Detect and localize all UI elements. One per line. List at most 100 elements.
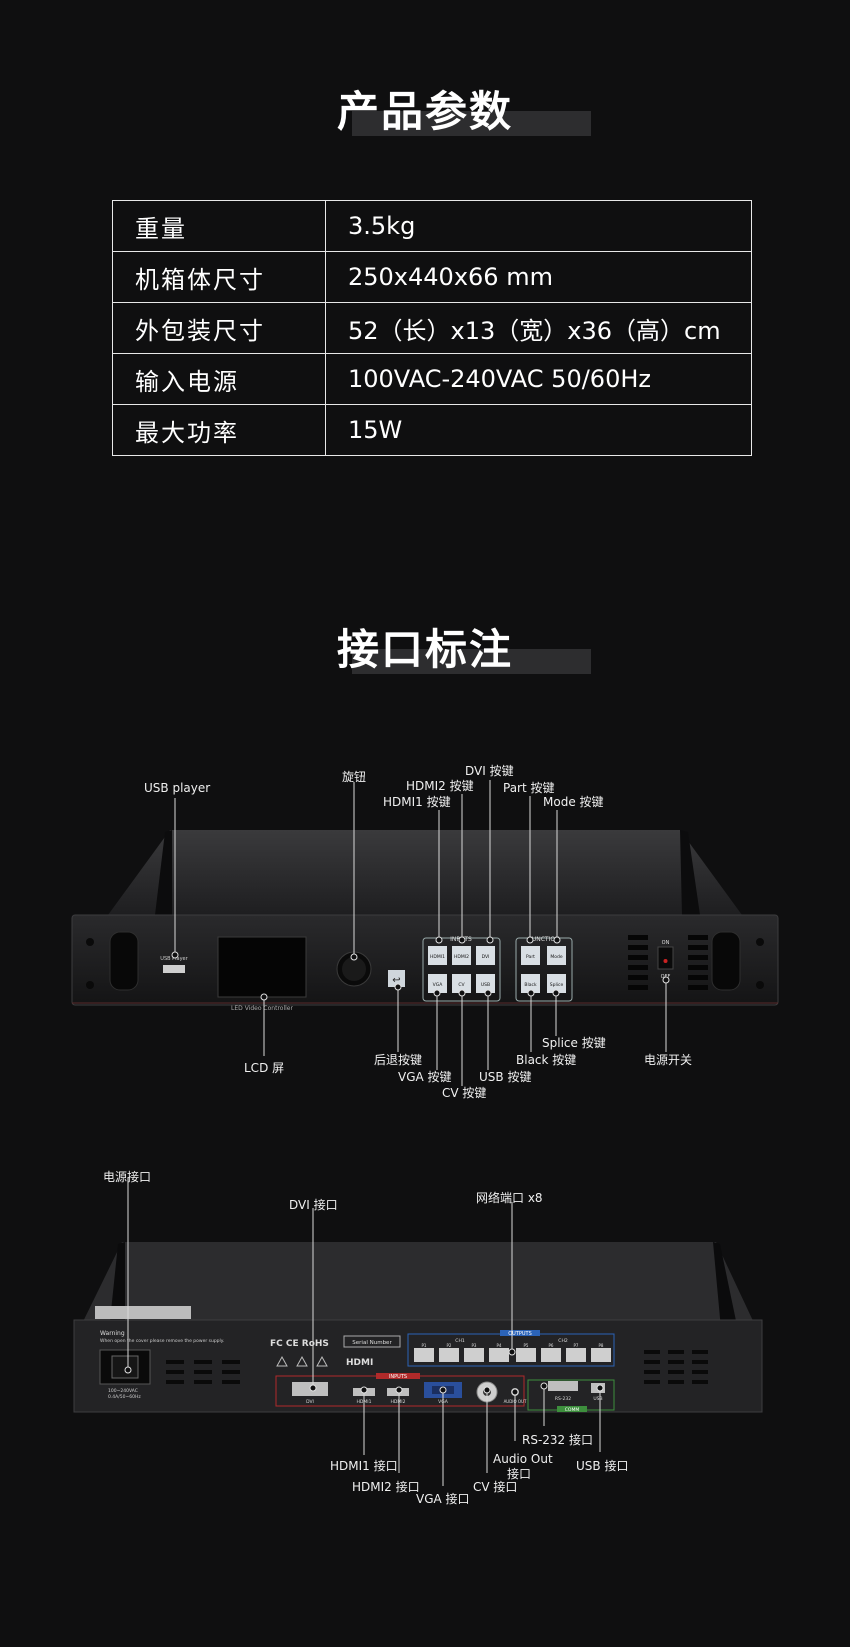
label-usb-button: USB 按键 [479,1070,532,1084]
net-port-label: P5 [524,1343,529,1348]
panel-certs: FC CE RoHS [270,1339,329,1349]
key-text: VGA [433,982,444,988]
label-rs232-port: RS-232 接口 [522,1433,594,1447]
net-port-p6[interactable] [541,1348,561,1362]
left-handle [109,931,139,991]
rear-panel-diagram: Warning When open the cover please remov… [73,1178,763,1486]
label-power-switch: 电源开关 [644,1053,693,1067]
key-text: Part [526,954,535,960]
net-port-p5[interactable] [516,1348,536,1362]
label-part-button: Part 按键 [503,781,555,795]
net-port-label: P4 [497,1343,502,1348]
net-port-p2[interactable] [439,1348,459,1362]
title-underline-bar [352,649,591,674]
hdmi1-key[interactable] [428,946,447,965]
label-black-button: Black 按键 [516,1053,577,1067]
hdmi2-key[interactable] [452,946,471,965]
panel-on-text: ON [662,940,670,946]
svg-text:↩: ↩ [392,975,400,986]
net-port-p1[interactable] [414,1348,434,1362]
net-port-p7[interactable] [566,1348,586,1362]
ports-title: 接口标注 [336,625,513,674]
title-underline-bar [352,111,591,136]
spec-key: 输入电源 [112,353,326,405]
warning-triangles [276,1355,328,1367]
net-port-label: P1 [422,1343,427,1348]
back-button[interactable] [388,970,405,987]
function-key-group [515,937,573,1002]
usb-player-port[interactable] [163,965,185,973]
panel-outputs-text: OUTPUTS [508,1331,532,1337]
table-row: 外包装尺寸 52（长）x13（宽）x36（高）cm [112,302,752,354]
label-mode-button: Mode 按键 [543,795,604,809]
label-power-port: 电源接口 [103,1170,152,1184]
panel-inputs-rear: INPUTS [389,1374,407,1380]
net-port-p4[interactable] [489,1348,509,1362]
black-key[interactable] [521,974,540,993]
rs232-port[interactable] [548,1381,578,1391]
label-usb-port: USB 接口 [576,1459,629,1473]
spec-key: 重量 [112,200,326,252]
net-port-label: P6 [549,1343,554,1348]
vga-key[interactable] [428,974,447,993]
params-section-title: 产品参数 [0,78,850,148]
panel-dvi-text: DVI [306,1399,314,1405]
label-splice-button: Splice 按键 [542,1036,606,1050]
label-audio-out-1: Audio Out [493,1452,553,1466]
spec-value: 250x440x66 mm [325,251,752,303]
net-port-label: P2 [447,1343,452,1348]
label-vga-port: VGA 接口 [416,1492,470,1506]
label-audio-out-2: 接口 [507,1467,532,1481]
net-port-p3[interactable] [464,1348,484,1362]
label-net-ports: 网络端口 x8 [476,1191,543,1205]
key-text: HDMI1 [430,954,445,960]
rear-callout-dots [124,1348,604,1396]
key-text: Mode [550,954,562,960]
key-text: DVI [482,954,490,960]
chassis-top [108,830,742,915]
label-vga-button: VGA 按键 [398,1070,452,1084]
label-hdmi2-port: HDMI2 接口 [352,1480,420,1494]
dvi-key[interactable] [476,946,495,965]
callout-dots [171,936,670,1001]
key-text: USB [481,982,490,988]
panel-ch1: CH1 [455,1338,465,1344]
part-key[interactable] [521,946,540,965]
label-dvi-button: DVI 按键 [465,764,514,778]
key-text: CV [458,982,465,988]
spec-key: 机箱体尺寸 [112,251,326,303]
serial-number-box [343,1335,401,1348]
rear-chassis-top [74,1242,762,1340]
rear-vents-right [644,1350,708,1384]
panel-function-text: FUNCTION [528,936,559,943]
ports-section-title: 接口标注 [0,616,850,686]
right-handle [711,931,741,991]
usb-key[interactable] [476,974,495,993]
table-row: 机箱体尺寸 250x440x66 mm [112,251,752,303]
label-knob: 旋钮 [342,770,367,784]
power-switch[interactable] [657,946,674,970]
panel-comm-text: COMM [565,1407,580,1413]
table-row: 最大功率 15W [112,404,752,456]
lcd-screen [217,936,307,998]
key-text: Splice [550,982,564,988]
label-hdmi1-button: HDMI1 按键 [383,795,451,809]
spec-table: 重量 3.5kg 机箱体尺寸 250x440x66 mm 外包装尺寸 52（长）… [112,200,752,456]
label-hdmi2-button: HDMI2 按键 [406,779,474,793]
splice-key[interactable] [547,974,566,993]
spec-key: 最大功率 [112,404,326,456]
panel-power-rating-1: 100~240VAC [108,1388,138,1394]
panel-lcd-caption: LED Video Controller [231,1005,293,1012]
panel-power-rating-2: 0.4A/50~60Hz [108,1394,141,1400]
spec-value: 15W [325,404,752,456]
label-lcd: LCD 屏 [244,1061,285,1075]
panel-warning-text: When open the cover please remove the po… [100,1338,224,1344]
net-port-label: P7 [574,1343,579,1348]
table-row: 重量 3.5kg [112,200,752,252]
net-port-p8[interactable] [591,1348,611,1362]
panel-usb-player-text: USB Player [160,956,188,962]
cv-key[interactable] [452,974,471,993]
mode-key[interactable] [547,946,566,965]
panel-hdmi2-text: HDMI2 [391,1399,406,1405]
params-title: 产品参数 [336,87,513,136]
